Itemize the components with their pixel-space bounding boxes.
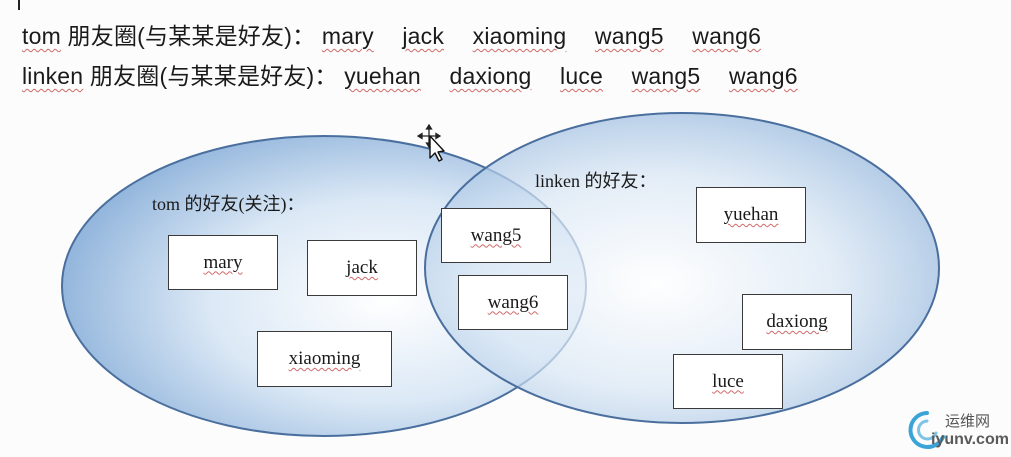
linken-friend-wang5: wang5 <box>631 63 701 89</box>
tom-friend-jack: jack <box>402 23 445 49</box>
tom-owner-label: tom <box>22 23 61 49</box>
node-mary-label: mary <box>203 251 243 273</box>
node-daxiong: daxiong <box>742 294 852 350</box>
node-yuehan: yuehan <box>696 187 806 243</box>
node-jack: jack <box>307 240 417 296</box>
move-cursor-icon <box>416 124 445 162</box>
tom-friend-wang6: wang6 <box>692 23 762 49</box>
tom-friend-wang5: wang5 <box>594 23 664 49</box>
text-caret <box>18 0 20 10</box>
node-mary: mary <box>168 235 278 290</box>
tom-set-label: tom 的好友(关注)： <box>152 194 305 214</box>
linken-friend-daxiong: daxiong <box>449 63 532 89</box>
linken-friend-luce: luce <box>560 63 604 89</box>
tom-friend-mary: mary <box>321 23 374 49</box>
site-watermark: 运维网 iyunv.com <box>905 407 1009 453</box>
linken-friend-yuehan: yuehan <box>344 63 421 89</box>
node-jack-label: jack <box>346 257 378 278</box>
node-wang5-label: wang5 <box>470 224 522 246</box>
node-xiaoming-label: xiaoming <box>288 348 361 369</box>
watermark-logo-icon <box>908 411 945 449</box>
node-daxiong-label: daxiong <box>766 311 828 332</box>
node-luce: luce <box>673 354 783 409</box>
node-wang6: wang6 <box>458 275 568 330</box>
watermark-domain-text: iyunv.com <box>931 431 1009 448</box>
node-xiaoming: xiaoming <box>257 331 392 387</box>
tom-line-prefix: 朋友圈(与某某是好友)： <box>67 23 316 49</box>
watermark-cn-text: 运维网 <box>945 413 991 430</box>
linken-friends-line: linken 朋友圈(与某某是好友)： yuehan daxiong luce … <box>22 57 820 91</box>
linken-set-label: linken 的好友： <box>535 171 657 191</box>
tom-friend-xiaoming: xiaoming <box>472 23 567 49</box>
node-yuehan-label: yuehan <box>723 204 779 225</box>
linken-line-prefix: 朋友圈(与某某是好友)： <box>89 63 338 89</box>
node-luce-label: luce <box>712 370 744 392</box>
node-wang5: wang5 <box>441 208 551 263</box>
node-wang6-label: wang6 <box>487 291 539 313</box>
tom-friends-line: tom 朋友圈(与某某是好友)： mary jack xiaoming wang… <box>22 17 783 51</box>
linken-friend-wang6: wang6 <box>729 63 798 89</box>
linken-owner-label: linken <box>22 63 84 89</box>
